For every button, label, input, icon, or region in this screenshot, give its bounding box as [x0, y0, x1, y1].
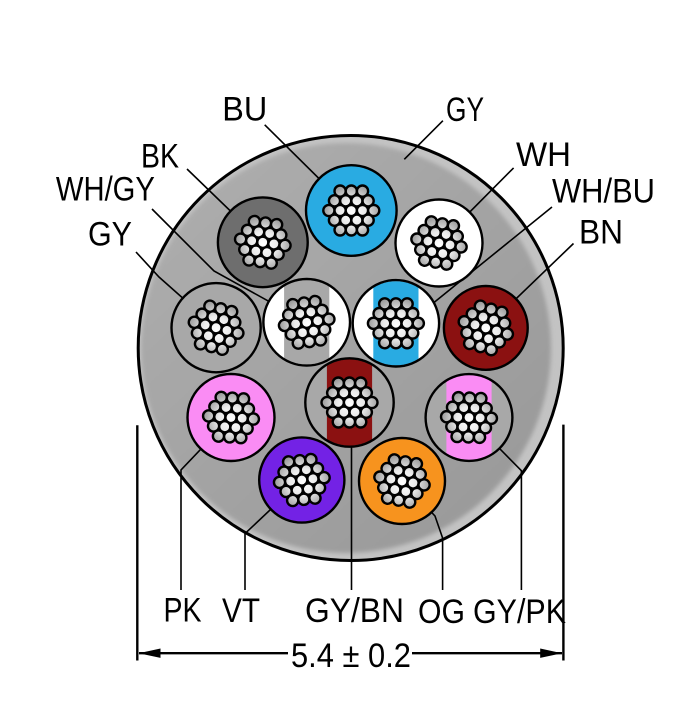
svg-text:OG: OG [418, 593, 465, 631]
svg-text:WH: WH [516, 136, 571, 174]
svg-text:GY/BN: GY/BN [305, 592, 404, 630]
svg-text:WH/GY: WH/GY [56, 171, 155, 209]
svg-text:GY: GY [88, 215, 132, 253]
svg-text:BK: BK [141, 137, 179, 175]
svg-text:BU: BU [222, 91, 267, 129]
svg-text:BN: BN [579, 213, 623, 251]
svg-text:GY: GY [446, 91, 484, 129]
svg-text:WH/BU: WH/BU [552, 173, 655, 211]
svg-text:VT: VT [222, 592, 260, 630]
svg-text:5.4 ± 0.2: 5.4 ± 0.2 [291, 637, 411, 675]
svg-text:PK: PK [164, 592, 202, 630]
svg-text:GY/PK: GY/PK [473, 593, 566, 631]
